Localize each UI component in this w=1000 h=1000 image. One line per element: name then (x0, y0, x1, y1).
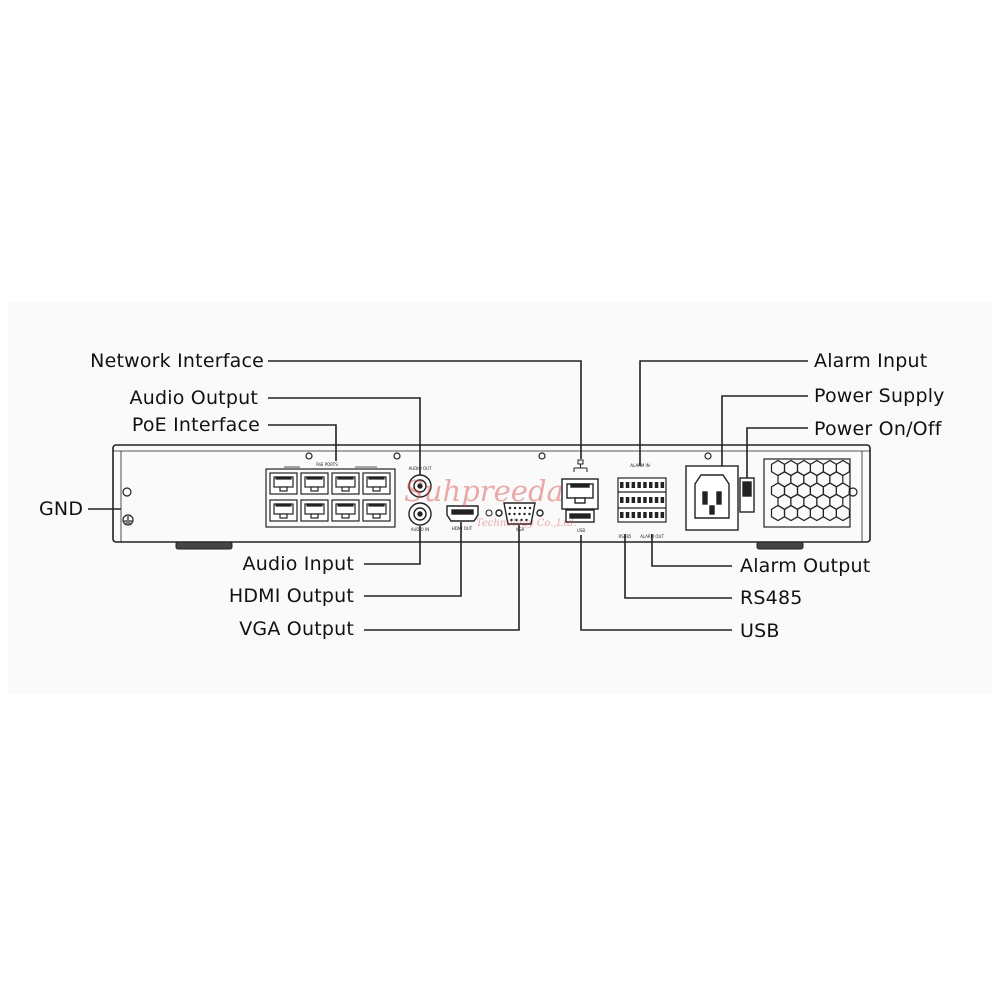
hdmi-panel-label: HDMI OUT (452, 526, 473, 531)
usb-label: USB (740, 620, 780, 642)
diagram-background (8, 302, 992, 694)
ground-icon (122, 514, 134, 526)
chassis-feet (175, 541, 804, 550)
hdmi-output-label: HDMI Output (228, 585, 354, 607)
alarm-terminal-block (617, 477, 667, 523)
network-port (561, 478, 599, 510)
rs485-label: RS485 (740, 587, 803, 609)
poe-port (331, 472, 360, 495)
poe-port (269, 472, 298, 495)
poe-interface-label: PoE Interface (131, 414, 260, 436)
usb-port (565, 509, 595, 523)
chassis (112, 444, 871, 543)
network-interface-label: Network Interface (90, 350, 264, 372)
poe-ports (265, 468, 396, 528)
audio-output-label: Audio Output (129, 387, 258, 409)
usb-panel-label: USB (577, 528, 585, 533)
poe-port (300, 472, 329, 495)
vga-port (495, 502, 544, 525)
power-onoff-label: Power On/Off (814, 418, 942, 440)
poe-port (269, 499, 298, 522)
poe-ports-label: PoE PORTS (316, 462, 338, 467)
watermark-subtitle: Technology Co.,Ltd. (476, 518, 577, 529)
gnd-label: GND (39, 498, 84, 520)
network-icon (573, 459, 588, 472)
poe-port (362, 499, 391, 522)
vga-panel-label: VGA (516, 527, 525, 532)
vga-output-label: VGA Output (239, 618, 354, 640)
leader-lines (88, 360, 808, 631)
poe-port (300, 499, 329, 522)
fan-grille (763, 458, 851, 528)
power-switch (739, 477, 755, 513)
hdmi-port (446, 505, 479, 522)
alarm-output-label: Alarm Output (740, 555, 871, 577)
alarm-input-label: Alarm Input (814, 350, 928, 372)
poe-port (331, 499, 360, 522)
power-supply-label: Power Supply (814, 385, 945, 407)
watermark: Suhpreeda (404, 474, 564, 508)
audio-input-label: Audio Input (242, 553, 354, 575)
poe-port (362, 472, 391, 495)
power-socket (685, 465, 739, 531)
audio-input-jack (408, 502, 432, 526)
